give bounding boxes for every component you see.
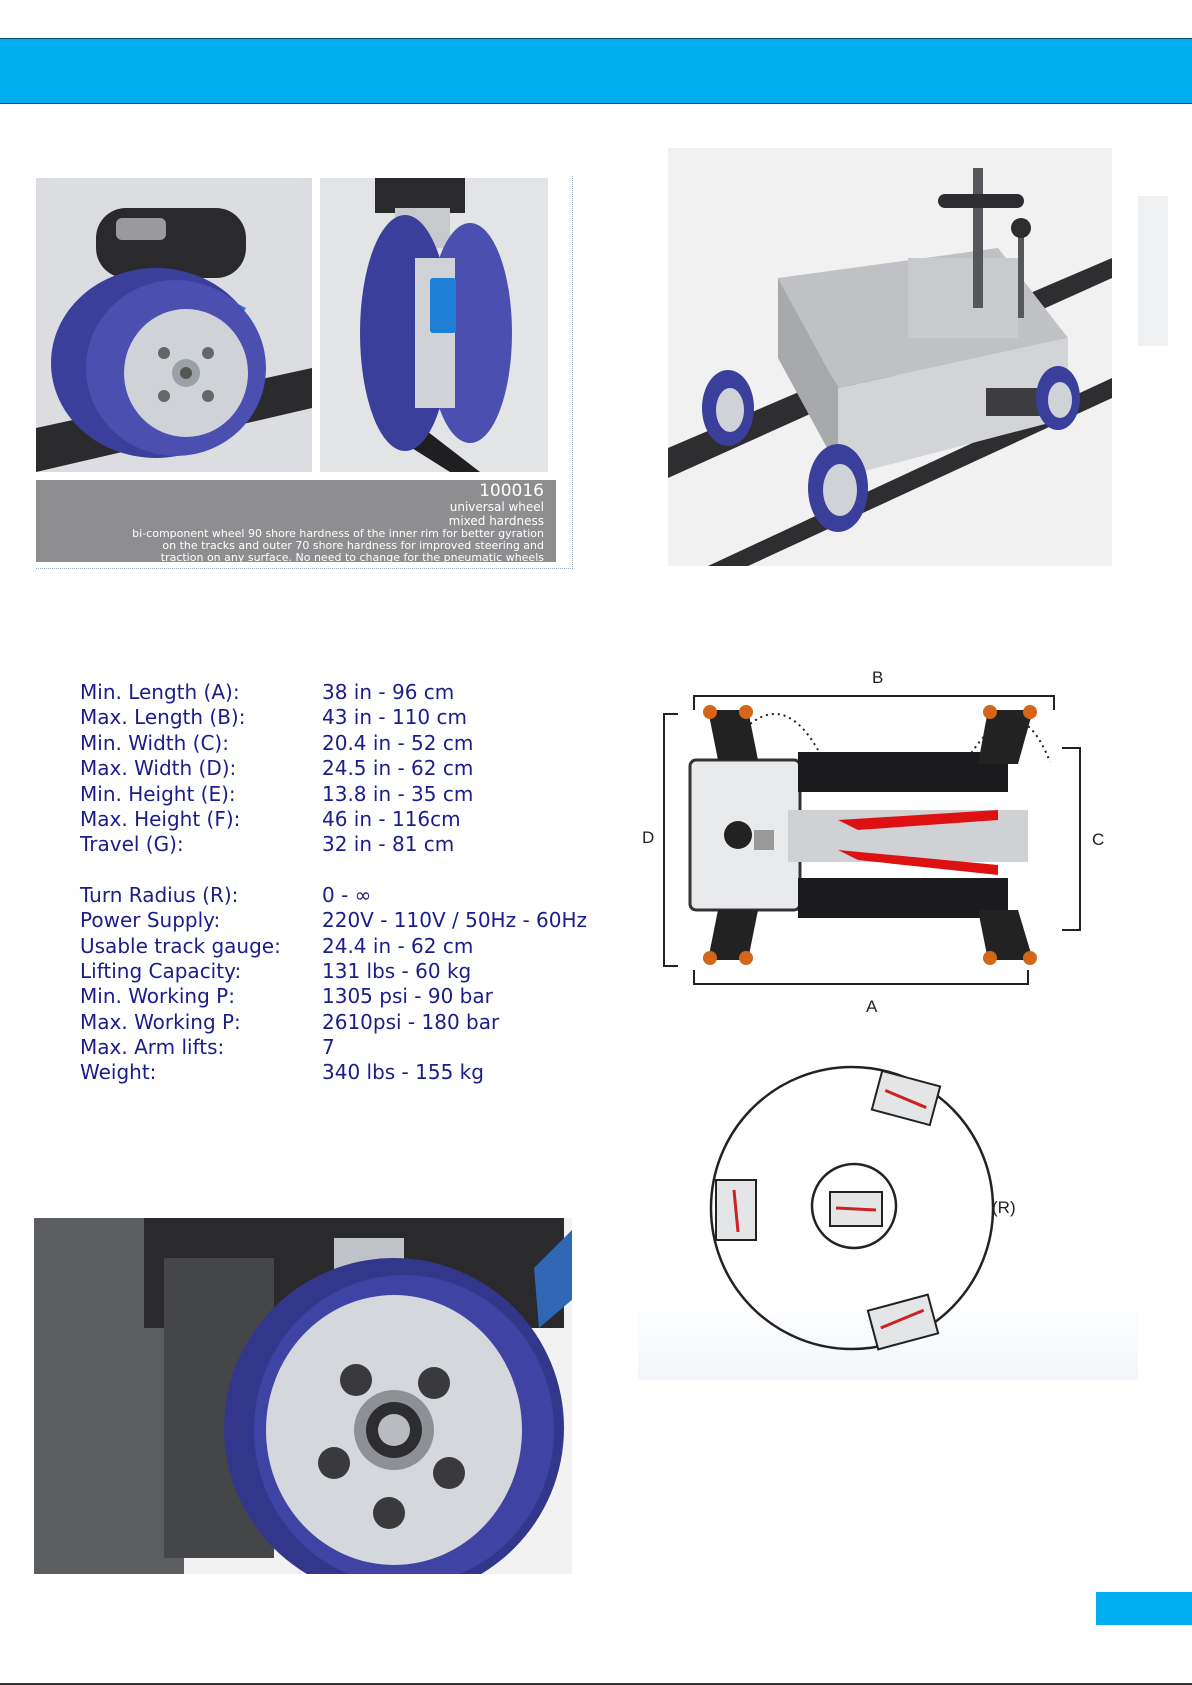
turn-radius-label: (R) xyxy=(992,1198,1016,1217)
wheel-detail-photo xyxy=(34,1218,572,1574)
spec-row: Lifting Capacity: 131 lbs - 60 kg xyxy=(80,959,600,984)
dimension-label-d: D xyxy=(642,828,655,847)
dolly-topview-icon xyxy=(870,1069,942,1127)
spec-label: Min. Height (E): xyxy=(80,781,236,806)
wheel-description-line: bi-component wheel 90 shore hardness of … xyxy=(132,527,544,540)
spec-row: Turn Radius (R): 0 - ∞ xyxy=(80,883,600,908)
spec-row: Power Supply: 220V - 110V / 50Hz - 60Hz xyxy=(80,908,600,933)
spec-value: 340 lbs - 155 kg xyxy=(322,1060,484,1085)
dimension-label-a: A xyxy=(866,997,878,1016)
dimension-label-b: B xyxy=(872,668,884,687)
dimension-diagram xyxy=(663,695,1081,985)
spec-label: Min. Length (A): xyxy=(80,680,240,704)
spec-row: Max. Width (D): 24.5 in - 62 cm xyxy=(80,756,600,781)
spec-value: 131 lbs - 60 kg xyxy=(322,958,472,983)
wheel-code: 100016 xyxy=(479,481,544,501)
spec-value: 220V - 110V / 50Hz - 60Hz xyxy=(322,908,587,933)
dolly-topview-icon xyxy=(715,1179,757,1241)
spec-value: 43 in - 110 cm xyxy=(322,705,467,730)
spec-row: Weight: 340 lbs - 155 kg xyxy=(80,1060,600,1085)
wheel-subtitle: mixed hardness xyxy=(448,514,544,528)
spec-row: Min. Length (A): 38 in - 96 cm xyxy=(80,680,600,705)
spec-label: Max. Arm lifts: xyxy=(80,1035,225,1060)
spec-value: 1305 psi - 90 bar xyxy=(322,984,493,1009)
dolly-topview-icon xyxy=(829,1191,883,1227)
dolly-graphic xyxy=(668,148,1112,566)
wheel-photo-panel xyxy=(36,176,573,569)
spec-value: 0 - ∞ xyxy=(322,882,372,907)
turn-radius-diagram xyxy=(709,1065,995,1351)
spec-label: Min. Working P: xyxy=(80,984,235,1009)
spec-label: Max. Working P: xyxy=(80,1009,241,1034)
spec-label: Power Supply: xyxy=(80,908,221,933)
wheel-detail-graphic xyxy=(34,1218,572,1574)
adjacent-photo-fragment xyxy=(1138,196,1168,346)
bottom-rule xyxy=(0,1683,1192,1685)
spec-label: Turn Radius (R): xyxy=(80,882,239,907)
spec-row: Min. Height (E): 13.8 in - 35 cm xyxy=(80,782,600,807)
wheel-side-graphic xyxy=(320,178,548,472)
spec-row: Min. Working P: 1305 psi - 90 bar xyxy=(80,984,600,1009)
dimension-label-c: C xyxy=(1092,830,1105,849)
spec-label: Lifting Capacity: xyxy=(80,958,242,983)
spec-row: Max. Working P: 2610psi - 180 bar xyxy=(80,1010,600,1035)
spec-label: Max. Width (D): xyxy=(80,756,237,781)
spec-row: Usable track gauge: 24.4 in - 62 cm xyxy=(80,934,600,959)
spec-label: Max. Length (B): xyxy=(80,705,246,730)
dolly-topview-icon xyxy=(866,1293,940,1351)
dolly-photo xyxy=(668,148,1112,566)
wheel-name: universal wheel xyxy=(449,500,544,514)
header-bar xyxy=(0,38,1192,104)
spec-label: Usable track gauge: xyxy=(80,933,281,958)
spec-label: Min. Width (C): xyxy=(80,730,229,755)
spec-row: Max. Height (F): 46 in - 116cm xyxy=(80,807,600,832)
spec-row: Min. Width (C): 20.4 in - 52 cm xyxy=(80,731,600,756)
spec-value: 2610psi - 180 bar xyxy=(322,1009,500,1034)
spec-group-spacer xyxy=(80,858,600,883)
spec-row: Max. Arm lifts: 7 xyxy=(80,1035,600,1060)
spec-value: 24.5 in - 62 cm xyxy=(322,756,474,781)
spec-value: 13.8 in - 35 cm xyxy=(322,781,474,806)
spec-row: Travel (G): 32 in - 81 cm xyxy=(80,832,600,857)
spec-value: 46 in - 116cm xyxy=(322,806,461,831)
wheel-description-line: on the tracks and outer 70 shore hardnes… xyxy=(162,539,544,552)
wheel-description-line: traction on any surface. No need to chan… xyxy=(160,551,544,564)
wheel-closeup-photo xyxy=(36,178,312,472)
spec-row: Max. Length (B): 43 in - 110 cm xyxy=(80,705,600,730)
spec-value: 24.4 in - 62 cm xyxy=(322,933,474,958)
wheel-side-photo xyxy=(320,178,548,472)
wheel-closeup-graphic xyxy=(36,178,312,472)
spec-value: 20.4 in - 52 cm xyxy=(322,730,474,755)
specifications-list: Min. Length (A): 38 in - 96 cm Max. Lengt… xyxy=(80,680,600,1086)
wheel-caption: 100016 universal wheel mixed hardness bi… xyxy=(36,480,556,564)
spec-label: Travel (G): xyxy=(80,832,184,857)
spec-value: 38 in - 96 cm xyxy=(322,680,455,704)
spec-value: 7 xyxy=(322,1035,335,1060)
spec-value: 32 in - 81 cm xyxy=(322,832,455,857)
spec-label: Max. Height (F): xyxy=(80,806,241,831)
page-tab xyxy=(1096,1592,1192,1625)
spec-label: Weight: xyxy=(80,1060,157,1085)
